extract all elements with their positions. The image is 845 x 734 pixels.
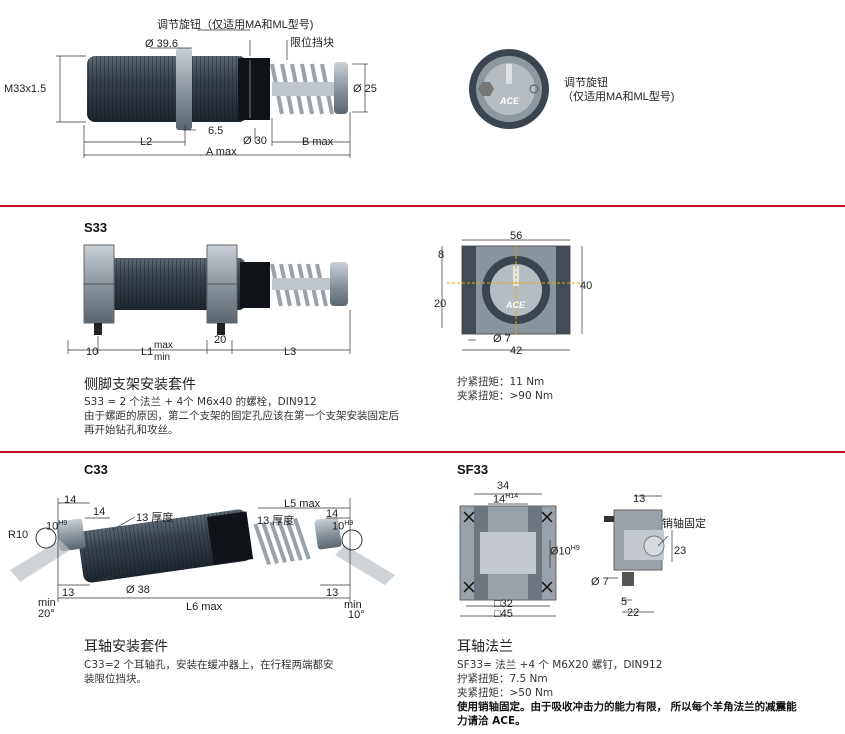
c33-dim-10h9b: 10H9 [332,520,354,533]
s33-dim-20: 20 [214,334,227,346]
c33-dim-l6: L6 max [186,601,223,613]
c33-drawing [10,498,395,602]
stop-callout-label: 限位挡块 [290,37,334,49]
c33-dim-min: min [38,597,56,609]
s33-dim-10: 10 [86,346,99,358]
sf33-dim-d10: Ø10H9 [550,545,580,558]
c33-h9b: H9 [344,520,354,527]
s33-dim-l3: L3 [284,346,297,358]
sf33-heading: 耳轴法兰 [457,639,513,655]
c33-dim-14c: 14 [326,508,339,520]
c33-heading: 耳轴安装套件 [84,639,168,655]
sf33-dim-13: 13 [633,493,646,505]
c33-dim-13b: 13 [326,587,339,599]
sf33-note-1: 使用销轴固定。由于吸收冲击力的能力有限， 所以每个羊角法兰的减震能 [457,701,797,713]
sf33-dim-d7: Ø 7 [591,576,609,588]
sf33-h9: H9 [570,545,580,552]
sf33-desc-3: 夹紧扭矩：>50 Nm [457,687,554,699]
sf33-title: SF33 [457,462,489,477]
dim-d39-6: Ø 39.6 [145,38,179,50]
s33-dim-56: 56 [510,230,523,242]
c33-dim-10deg: 10° [348,609,365,621]
c33-dim-d38: Ø 38 [126,584,150,596]
knob-ace-text: ACE [500,96,520,106]
s33-desc-1: S33 = 2 个法兰 + 4个 M6x40 的螺栓，DIN912 [84,396,317,408]
sf33-h14: H14 [505,493,519,500]
s33-torque-2: 夹紧扭矩：>90 Nm [457,390,554,402]
c33-desc-1: C33=2 个耳轴孔，安装在缓冲器上，在行程两端都安 [84,659,334,671]
sf33-front-view [459,493,557,617]
stop-collar [334,62,348,114]
c33-dim-14a: 14 [64,494,77,506]
s33-title: S33 [84,220,108,235]
adjust-knob [238,58,270,120]
s33-dim-8: 8 [438,249,445,261]
knob-side-label-1: 调节旋钮 [564,77,608,89]
s33-dim-d7: Ø 7 [493,333,511,345]
c33-dim-min2: min [344,599,362,611]
sf33-desc-2: 拧紧扭矩：7.5 Nm [457,673,548,685]
knob-callout-label: 调节旋钮（仅适用MA和ML型号) [157,19,314,31]
c33-dim-l5: L5 max [284,498,321,510]
c33-dim-13-thick-2: 13 厚度 [257,515,295,527]
s33-heading: 侧脚支架安装套件 [84,377,196,393]
section-divider-1 [0,205,845,207]
c33-dim-14b: 14 [93,506,106,518]
dim-d25: Ø 25 [353,83,377,95]
c33-dim-r10: R10 [8,529,29,541]
c33-title: C33 [84,462,108,477]
s33-drawing [67,244,351,354]
sf33-note-2: 力请洽 ACE。 [457,715,526,727]
sf33-pin-label: 销轴固定 [662,518,706,530]
c33-dim-13-thick: 13 厚度 [136,512,174,524]
s33-end-view [441,239,583,351]
sf33-dim-32: □32 [494,598,513,610]
s33-dim-min: min [154,352,171,363]
s33-dim-max: max [154,340,173,351]
knob-end-view [469,49,549,129]
sf33-dim-34: 34 [497,480,510,492]
dim-b-max: B max [302,136,334,148]
shock-absorber-drawing [56,29,368,158]
sf33-dim-22: 22 [627,607,640,619]
s33-dim-l1: L1 [141,346,154,358]
c33-desc-2: 装限位挡块。 [84,673,147,685]
s33-desc-3: 再开始钻孔和攻丝。 [84,424,179,436]
s33-torque-1: 拧紧扭矩：11 Nm [457,376,545,388]
dim-m33: M33x1.5 [4,83,47,95]
sf33-dim-14: 14H14 [493,493,519,506]
c33-h9: H9 [58,520,68,527]
sf33-side-view [604,495,673,613]
c33-dim-13a: 13 [62,587,75,599]
dim-l2: L2 [140,136,153,148]
sf33-desc-1: SF33= 法兰 +4 个 M6X20 螺钉，DIN912 [457,659,663,671]
dim-6-5: 6.5 [208,125,224,137]
section-divider-2 [0,451,845,453]
sf33-dim-23: 23 [674,545,687,557]
sf33-dim-5: 5 [621,596,628,608]
knob-side-label-2: （仅适用MA和ML型号) [562,91,675,103]
s33-ace-text: ACE [506,300,526,310]
dim-a-max: A max [206,146,237,158]
c33-dim-10h9: 10H9 [46,520,68,533]
c33-dim-20deg: 20° [38,608,55,620]
lock-nut [176,48,192,130]
s33-dim-20v: 20 [434,298,447,310]
s33-dim-42: 42 [510,345,523,357]
sf33-dim-45: □45 [494,608,513,620]
dim-d30: Ø 30 [243,135,267,147]
s33-desc-2: 由于螺距的原因，第二个支架的固定孔应该在第一个支架安装固定后 [84,410,399,422]
s33-dim-40: 40 [580,280,593,292]
